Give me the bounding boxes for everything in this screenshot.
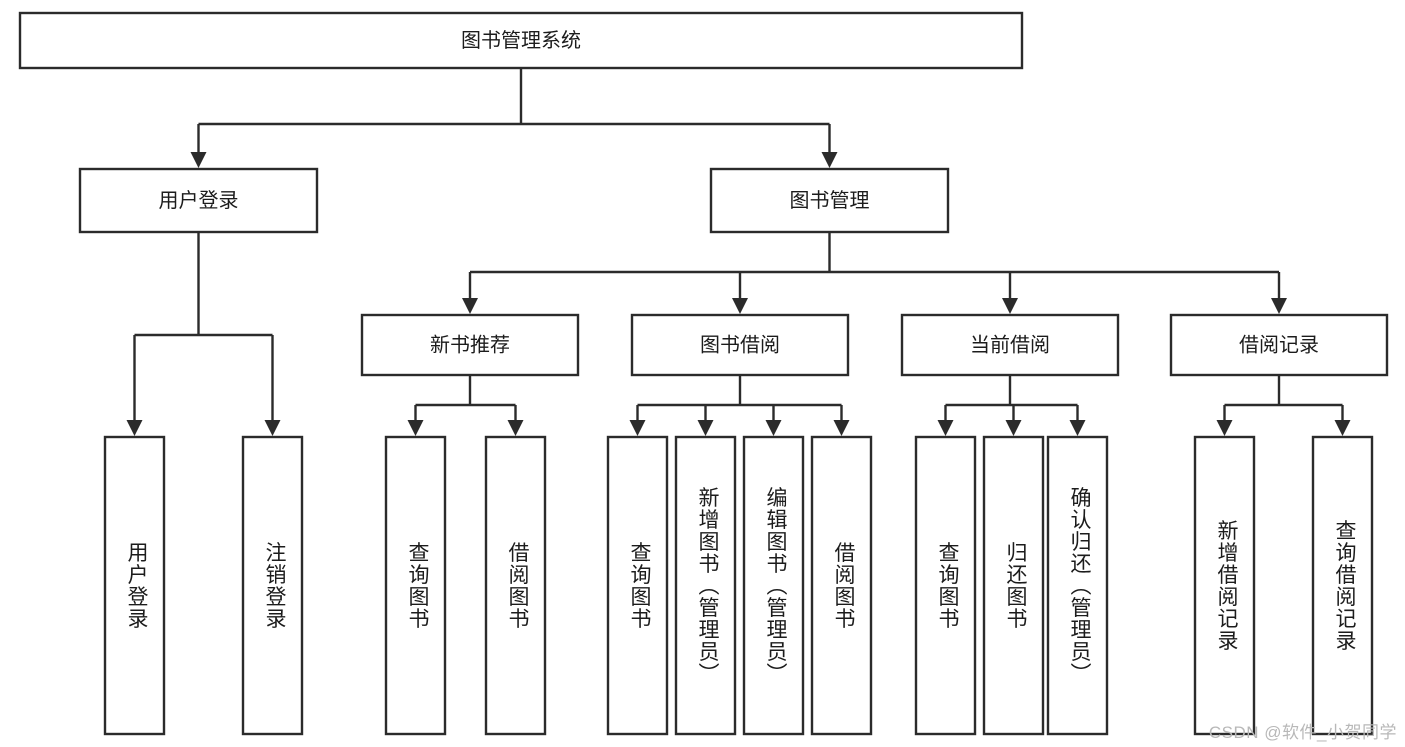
arrow-head-icon [462, 298, 478, 314]
node-label: 注销登录 [263, 542, 287, 630]
arrow-head-icon [1271, 298, 1287, 314]
node-leaf-return-book[interactable]: 归还图书 [982, 435, 1045, 736]
arrow-head-icon [190, 152, 207, 168]
arrow-head-icon [1005, 420, 1022, 436]
arrow-head-icon [407, 420, 424, 436]
node-label: 用户登录 [125, 542, 149, 630]
arrow-head-icon [1002, 298, 1018, 314]
node-user-login[interactable]: 用户登录 [78, 167, 319, 234]
node-label: 查询图书 [628, 542, 652, 630]
node-label: 借阅图书 [832, 542, 856, 630]
node-leaf-user-login[interactable]: 用户登录 [103, 435, 166, 736]
node-leaf-query-record[interactable]: 查询借阅记录 [1311, 435, 1374, 736]
arrow-head-icon [264, 420, 281, 436]
node-label: 新书推荐 [430, 333, 510, 356]
node-leaf-borrow-book[interactable]: 借阅图书 [810, 435, 873, 736]
node-label: 新增借阅记录 [1215, 520, 1239, 652]
node-leaf-add-book[interactable]: 新增图书（管理员） [674, 435, 737, 736]
arrow-head-icon [1334, 420, 1351, 436]
arrow-head-icon [765, 420, 782, 436]
node-leaf-edit-book[interactable]: 编辑图书（管理员） [742, 435, 805, 736]
node-label: 新增图书（管理员） [696, 487, 720, 685]
node-leaf-user-logout[interactable]: 注销登录 [241, 435, 304, 736]
node-label: 编辑图书（管理员） [764, 487, 788, 685]
node-label: 查询图书 [936, 542, 960, 630]
arrow-head-icon [1069, 420, 1086, 436]
arrow-head-icon [629, 420, 646, 436]
arrow-head-icon [126, 420, 143, 436]
arrow-head-icon [697, 420, 714, 436]
node-label: 归还图书 [1004, 542, 1028, 630]
node-label: 确认归还（管理员） [1068, 487, 1092, 685]
node-label: 当前借阅 [970, 333, 1050, 356]
node-book-borrow[interactable]: 图书借阅 [630, 313, 850, 377]
node-book-manage[interactable]: 图书管理 [709, 167, 950, 234]
node-label: 借阅图书 [506, 542, 530, 630]
node-label: 图书管理 [790, 189, 870, 212]
node-label: 查询图书 [406, 542, 430, 630]
arrow-head-icon [821, 152, 838, 168]
node-current-borrow[interactable]: 当前借阅 [900, 313, 1120, 377]
arrow-head-icon [833, 420, 850, 436]
node-leaf-borrow-book-rec[interactable]: 借阅图书 [484, 435, 547, 736]
node-label: 用户登录 [159, 189, 239, 212]
arrow-head-icon [507, 420, 524, 436]
watermark-text: CSDN @软件_小贺同学 [1208, 723, 1397, 742]
node-layer: 图书管理系统用户登录图书管理新书推荐图书借阅当前借阅借阅记录用户登录注销登录查询… [18, 11, 1389, 736]
node-label: 图书管理系统 [461, 29, 581, 52]
arrow-head-icon [937, 420, 954, 436]
node-new-book-rec[interactable]: 新书推荐 [360, 313, 580, 377]
node-root[interactable]: 图书管理系统 [18, 11, 1024, 70]
node-label: 图书借阅 [700, 333, 780, 356]
arrow-head-icon [1216, 420, 1233, 436]
node-leaf-add-record[interactable]: 新增借阅记录 [1193, 435, 1256, 736]
node-borrow-record[interactable]: 借阅记录 [1169, 313, 1389, 377]
node-label: 查询借阅记录 [1333, 520, 1357, 652]
node-label: 借阅记录 [1239, 333, 1319, 356]
node-leaf-query-book-rec[interactable]: 查询图书 [384, 435, 447, 736]
node-leaf-query-book-cur[interactable]: 查询图书 [914, 435, 977, 736]
connector-layer [126, 68, 1351, 436]
node-leaf-query-book-borrow[interactable]: 查询图书 [606, 435, 669, 736]
node-leaf-confirm-return[interactable]: 确认归还（管理员） [1046, 435, 1109, 736]
arrow-head-icon [732, 298, 748, 314]
